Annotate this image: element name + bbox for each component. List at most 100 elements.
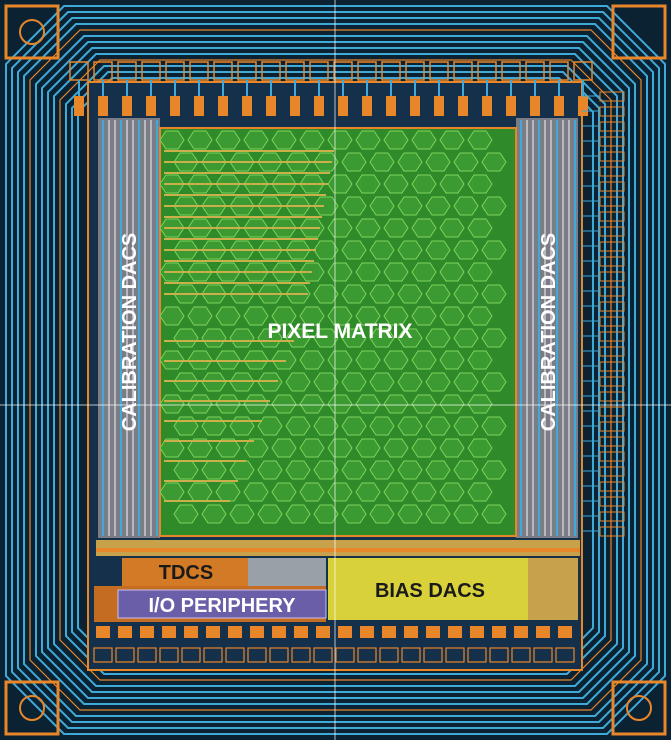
routing-ring-track	[35, 35, 636, 705]
pixel-cell	[369, 460, 395, 480]
routing-ring-track	[29, 29, 642, 711]
pixel-cell	[341, 416, 367, 436]
calibration-dac-stripe	[556, 120, 558, 536]
pixel-cell	[299, 482, 325, 502]
pixel-cell	[425, 284, 451, 304]
calibration-dac-stripe	[144, 120, 146, 536]
pixel-cell	[327, 262, 353, 282]
pixel-cell	[173, 416, 199, 436]
matrix-bus-line	[164, 194, 326, 196]
top-pad-row	[69, 61, 593, 116]
pixel-cell	[285, 460, 311, 480]
pixel-cell	[481, 196, 507, 216]
bottom-pad	[558, 626, 572, 638]
bottom-pad	[294, 626, 308, 638]
pixel-cell	[383, 218, 409, 238]
pixel-cell	[313, 504, 339, 524]
pixel-cell	[439, 394, 465, 414]
pixel-cell	[425, 504, 451, 524]
calibration-dac-stripe	[544, 120, 546, 536]
pixel-cell	[327, 174, 353, 194]
calibration-dac-stripe	[156, 120, 158, 536]
pixel-cell	[453, 416, 479, 436]
pixel-cell	[299, 350, 325, 370]
pixel-cell	[453, 372, 479, 392]
pixel-cell	[229, 460, 255, 480]
pixel-cell	[341, 328, 367, 348]
top-pad-driver	[98, 96, 108, 116]
pixel-cell	[215, 482, 241, 502]
bottom-pad-ring	[291, 647, 311, 663]
pixel-cell	[453, 284, 479, 304]
calibration-dac-stripe	[568, 120, 570, 536]
pixel-cell	[467, 394, 493, 414]
pixel-cell	[355, 306, 381, 326]
bottom-pad	[184, 626, 198, 638]
bottom-pad	[250, 626, 264, 638]
pixel-cell	[327, 350, 353, 370]
pixel-cell	[397, 416, 423, 436]
pixel-cell	[243, 130, 269, 150]
pixel-cell	[187, 130, 213, 150]
pixel-cell	[355, 130, 381, 150]
tdcs-block	[122, 558, 248, 586]
pixel-cell	[383, 262, 409, 282]
corner-pads	[4, 4, 667, 736]
matrix-bus-line	[164, 293, 308, 295]
matrix-bus-line	[164, 216, 322, 218]
matrix-bus-line	[164, 249, 316, 251]
pixel-cell	[299, 306, 325, 326]
pixel-cell	[411, 438, 437, 458]
matrix-bus-line	[164, 227, 320, 229]
bottom-pad-ring	[555, 647, 575, 663]
pixel-cell	[411, 306, 437, 326]
bottom-periphery	[93, 540, 580, 663]
pixel-cell	[243, 438, 269, 458]
pixel-cell	[215, 306, 241, 326]
top-pad-driver	[242, 96, 252, 116]
pixel-cell	[383, 482, 409, 502]
routing-ring-track	[65, 65, 606, 675]
pixel-cell	[299, 438, 325, 458]
matrix-bus-line	[164, 440, 254, 442]
pixel-cell	[355, 438, 381, 458]
bottom-pad-ring	[489, 647, 509, 663]
routing-ring-track	[5, 5, 666, 735]
matrix-bus-line	[164, 460, 246, 462]
pixel-matrix-block	[159, 127, 517, 537]
pixel-cell	[341, 504, 367, 524]
pixel-cell	[369, 504, 395, 524]
pixel-cell	[341, 240, 367, 260]
pixel-cell	[271, 394, 297, 414]
pixel-cell	[313, 240, 339, 260]
pixel-cell	[411, 262, 437, 282]
pixel-cell	[397, 196, 423, 216]
pixel-cell	[285, 328, 311, 348]
bottom-pad-ring	[533, 647, 553, 663]
pixel-cell	[383, 394, 409, 414]
pixel-cell	[173, 328, 199, 348]
pixel-cell	[425, 416, 451, 436]
outer-routing-ring	[5, 5, 666, 735]
pixel-matrix-label: PIXEL MATRIX	[267, 320, 412, 343]
pixel-cell	[355, 262, 381, 282]
calibration-dacs-left-label: CALIBRATION DACS	[119, 233, 141, 432]
top-pad-driver	[122, 96, 132, 116]
bottom-pad	[536, 626, 550, 638]
pixel-cell	[299, 394, 325, 414]
pixel-cell	[159, 130, 185, 150]
pixel-cell	[369, 152, 395, 172]
bottom-pad	[162, 626, 176, 638]
pixel-cell	[467, 130, 493, 150]
bottom-pad-ring	[203, 647, 223, 663]
matrix-bus-line	[164, 360, 286, 362]
matrix-bus-line	[164, 400, 270, 402]
pixel-cell	[285, 504, 311, 524]
pixel-cell	[201, 328, 227, 348]
bottom-pad-ring	[115, 647, 135, 663]
io-periphery-label: I/O PERIPHERY	[148, 595, 296, 617]
matrix-bus-line	[164, 161, 332, 163]
bottom-pad-ring	[511, 647, 531, 663]
